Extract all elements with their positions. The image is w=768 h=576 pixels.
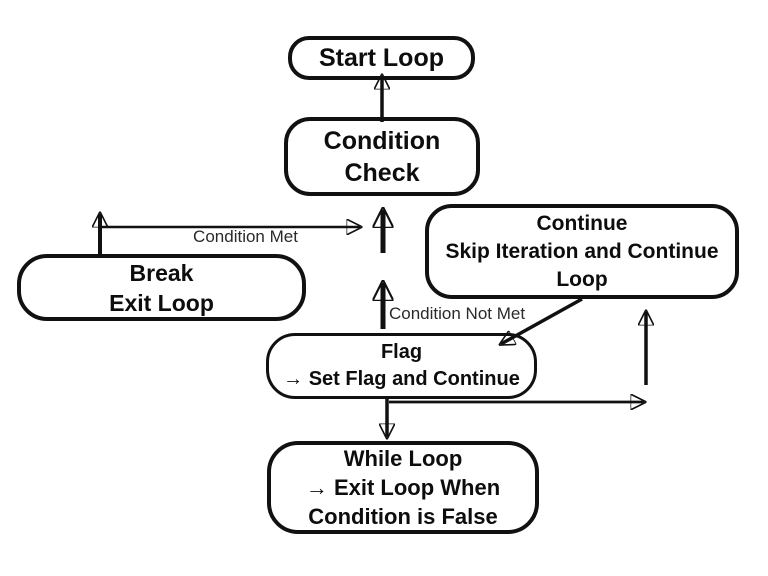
node-while-loop: While Loop → Exit Loop When Condition is… — [267, 441, 539, 534]
node-continue-label-line2: Skip Iteration and Continue — [445, 239, 719, 263]
node-while-loop-label-line3: Condition is False — [308, 504, 498, 529]
node-while-loop-label-line1: While Loop — [343, 446, 463, 471]
node-break: Break Exit Loop — [17, 254, 306, 321]
edge-label-condition-met: Condition Met — [193, 227, 298, 246]
node-flag: Flag → Set Flag and Continue — [266, 333, 537, 399]
node-while-loop-label-line2: → Exit Loop When — [305, 475, 501, 500]
node-continue: Continue Skip Iteration and Continue Loo… — [425, 204, 739, 299]
node-continue-label-line3: Loop — [556, 267, 608, 291]
node-flag-label-line2: → Set Flag and Continue — [283, 368, 520, 390]
node-start-loop: Start Loop — [288, 36, 475, 80]
node-start-loop-label: Start Loop — [319, 43, 444, 72]
node-break-label-line2: Exit Loop — [109, 289, 214, 316]
node-continue-label-line1: Continue — [536, 211, 628, 235]
node-condition-check: Condition Check — [284, 117, 480, 196]
node-break-label-line1: Break — [129, 259, 194, 286]
node-condition-check-label-line2: Check — [344, 158, 420, 187]
edge-label-condition-not-met: Condition Not Met — [389, 304, 526, 323]
node-flag-label-line1: Flag — [380, 341, 423, 363]
node-condition-check-label-line1: Condition — [323, 126, 441, 155]
